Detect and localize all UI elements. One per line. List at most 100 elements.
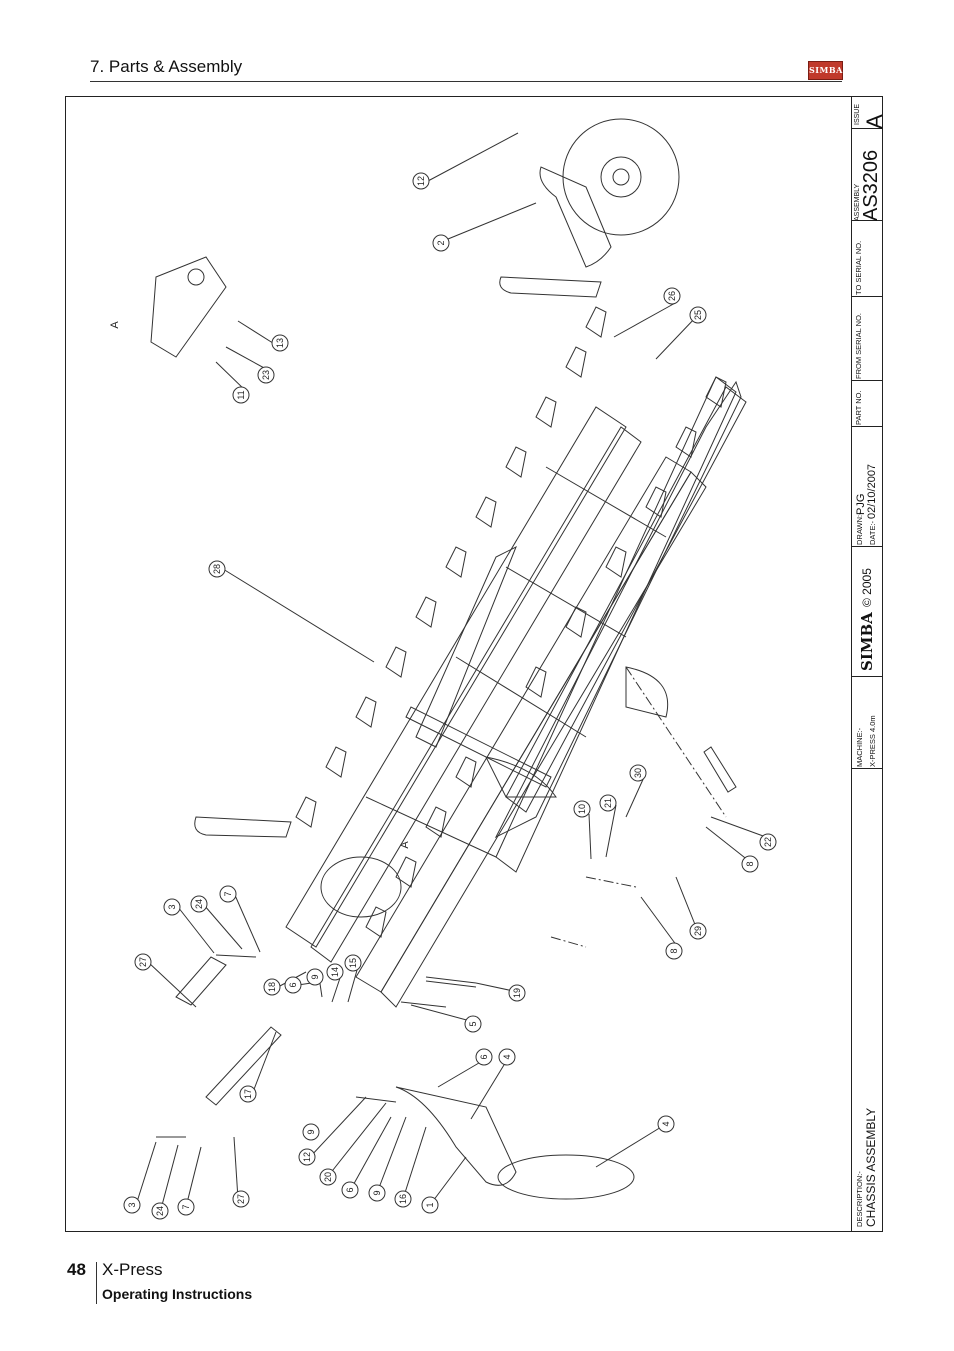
- part-callout-label: 6: [288, 982, 298, 987]
- part-callout: 1: [421, 1196, 439, 1214]
- part-callout: 3: [163, 898, 181, 916]
- issue-value: A: [862, 114, 887, 129]
- part-callout-label: 16: [398, 1194, 408, 1204]
- page-number: 48: [67, 1260, 86, 1279]
- part-callout: 16: [394, 1190, 412, 1208]
- part-callout: 27: [134, 953, 152, 971]
- date-label: DATE:-: [868, 520, 877, 545]
- part-callout-label: 27: [138, 957, 148, 967]
- part-callout: 14: [326, 963, 344, 981]
- part-callout-label: 15: [348, 958, 358, 968]
- part-callout: 3: [123, 1196, 141, 1214]
- part-callout-label: 29: [693, 926, 703, 936]
- part-callout-label: 25: [693, 310, 703, 320]
- machine-value: X-PRESS 4.0m: [868, 715, 877, 767]
- part-callout: 25: [689, 306, 707, 324]
- part-callout-label: 14: [330, 967, 340, 977]
- part-callout-label: 2: [436, 240, 446, 245]
- part-callout: 29: [689, 922, 707, 940]
- view-label: A: [109, 321, 121, 329]
- part-callout: 7: [177, 1198, 195, 1216]
- part-callout-label: 4: [661, 1121, 671, 1126]
- part-callout: 20: [319, 1168, 337, 1186]
- part-callout: 8: [741, 855, 759, 873]
- part-callout: 28: [208, 560, 226, 578]
- assembly-cell: ASSEMBLY AS3206: [852, 129, 883, 221]
- part-callout-label: 22: [763, 837, 773, 847]
- part-callout: 5: [464, 1015, 482, 1033]
- part-callout-label: 7: [223, 891, 233, 896]
- part-callout: 9: [368, 1184, 386, 1202]
- assembly-value: AS3206: [860, 149, 882, 221]
- footer-divider: [96, 1262, 97, 1304]
- part-callout: 12: [412, 172, 430, 190]
- part-callout: 27: [232, 1190, 250, 1208]
- part-callout-label: 12: [416, 176, 426, 186]
- footer-model: X-Press: [102, 1260, 163, 1279]
- part-callout: 12: [298, 1148, 316, 1166]
- part-callout-label: 1: [425, 1202, 435, 1207]
- part-callout-label: 26: [667, 291, 677, 301]
- part-callout: 19: [508, 984, 526, 1002]
- machine-cell: MACHINE:- X-PRESS 4.0m: [852, 677, 883, 769]
- part-callout-label: 13: [275, 338, 285, 348]
- part-callout: 15: [344, 954, 362, 972]
- part-callout-label: 28: [212, 564, 222, 574]
- part-callout-label: 27: [236, 1194, 246, 1204]
- part-callout-label: 20: [323, 1172, 333, 1182]
- part-callout-label: 24: [194, 899, 204, 909]
- part-callout: 26: [663, 287, 681, 305]
- part-callout: 8: [665, 942, 683, 960]
- part-callout-label: 3: [127, 1202, 137, 1207]
- part-callout: 9: [306, 968, 324, 986]
- from-serial-label: FROM SERIAL NO.: [854, 313, 863, 379]
- copyright-text: © 2005: [860, 568, 874, 607]
- part-callout-label: 8: [745, 861, 755, 866]
- issue-label: ISSUE: [854, 103, 861, 125]
- part-callout-label: 10: [577, 804, 587, 814]
- part-callout: 4: [498, 1048, 516, 1066]
- part-callout: 6: [341, 1181, 359, 1199]
- part-callout: 2: [432, 234, 450, 252]
- part-callout: 10: [573, 800, 591, 818]
- title-block-logo: SIMBA: [858, 612, 876, 671]
- part-callout-label: 12: [302, 1152, 312, 1162]
- footer-subtitle: Operating Instructions: [102, 1286, 253, 1302]
- part-callout-label: 4: [502, 1054, 512, 1059]
- to-serial-cell: TO SERIAL NO.: [852, 221, 883, 297]
- part-callout: 11: [232, 386, 250, 404]
- part-callout-label: 8: [669, 948, 679, 953]
- part-callout-label: 18: [267, 982, 277, 992]
- part-callout: 6: [475, 1048, 493, 1066]
- part-callout-label: 19: [512, 988, 522, 998]
- part-callout-label: 5: [468, 1021, 478, 1026]
- part-callout-label: 11: [236, 390, 246, 399]
- part-callout-label: 24: [155, 1206, 165, 1216]
- part-callout-label: 9: [372, 1190, 382, 1195]
- part-callout-label: 17: [243, 1089, 253, 1099]
- part-callout: 9: [302, 1123, 320, 1141]
- part-callout: 23: [257, 366, 275, 384]
- copyright-cell: © 2005 SIMBA: [852, 547, 883, 677]
- part-callout: 18: [263, 978, 281, 996]
- view-label: A: [399, 841, 411, 849]
- chassis-assembly-drawing: 1222625132311283021102282981953247271869…: [109, 118, 777, 1220]
- part-callout: 30: [629, 764, 647, 782]
- simba-logo: SIMBA: [808, 61, 843, 80]
- from-serial-cell: FROM SERIAL NO.: [852, 297, 883, 381]
- drawn-date-cell: DRAWN:- PJG DATE:- 02/10/2007: [852, 427, 883, 547]
- description-value: CHASSIS ASSEMBLY: [864, 1107, 878, 1227]
- description-cell: DESCRIPTION:- CHASSIS ASSEMBLY: [852, 769, 883, 1231]
- part-callout: 24: [190, 895, 208, 913]
- part-callout-label: 9: [306, 1129, 316, 1134]
- header-rule: [90, 81, 842, 82]
- part-callout: 22: [759, 833, 777, 851]
- part-callout: 21: [599, 794, 617, 812]
- part-callout-label: 9: [310, 974, 320, 979]
- section-title: 7. Parts & Assembly: [90, 57, 243, 76]
- date-value: 02/10/2007: [866, 463, 878, 519]
- part-callout: 13: [271, 334, 289, 352]
- part-callout-label: 6: [345, 1187, 355, 1192]
- part-callout-label: 21: [603, 798, 613, 808]
